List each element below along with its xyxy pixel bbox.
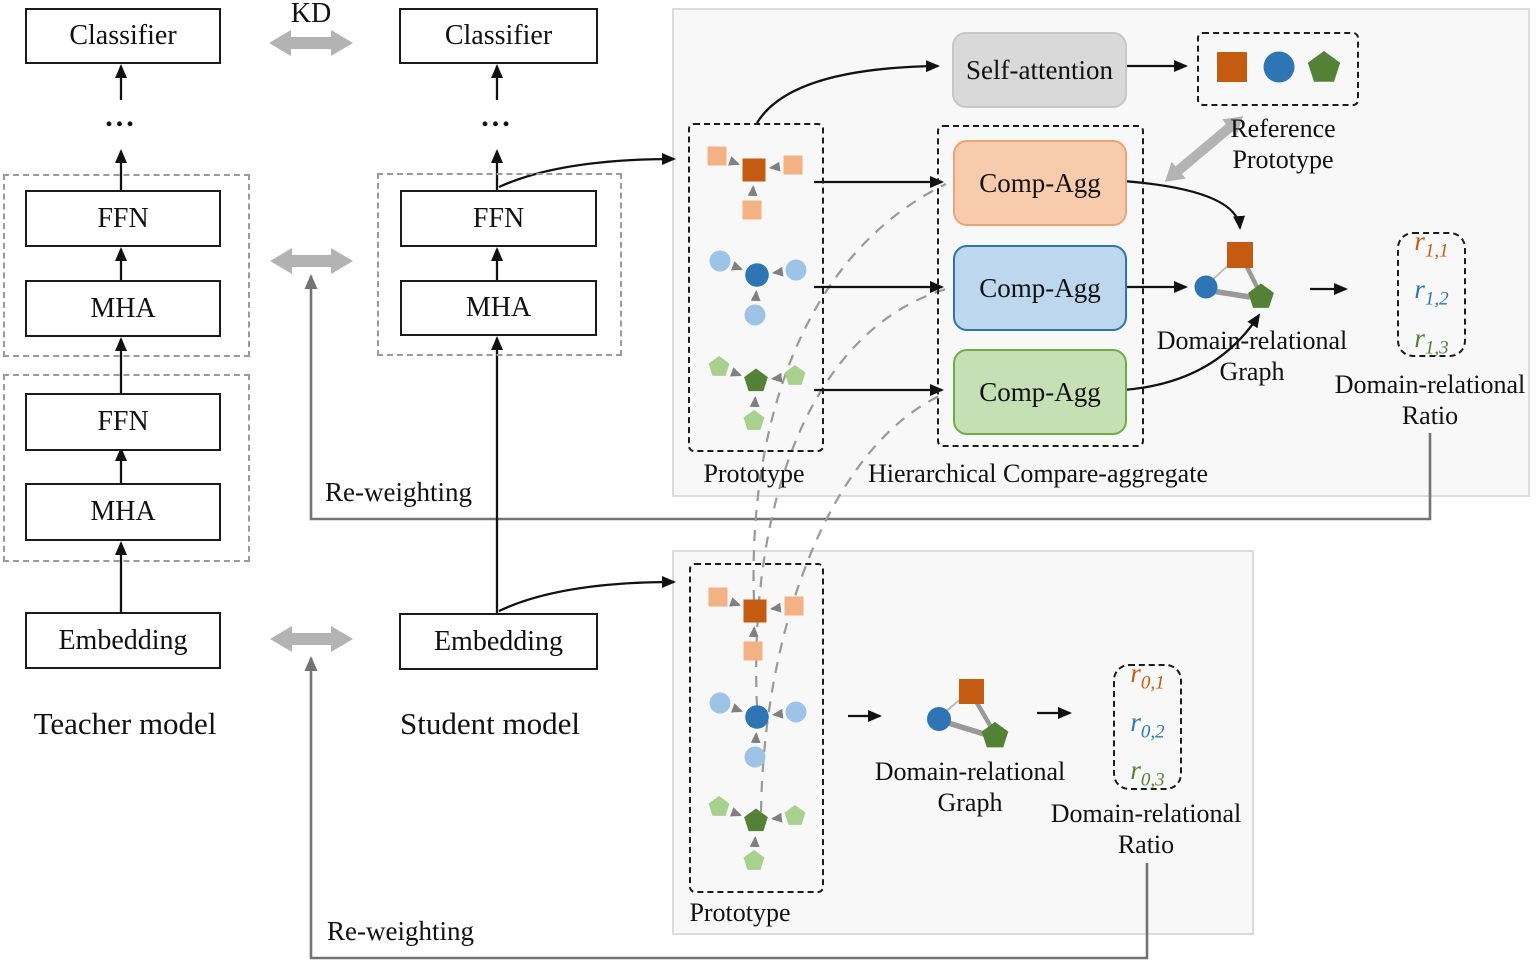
student-embedding-box: Embedding [399, 613, 598, 670]
hierarchical-label: Hierarchical Compare-aggregate [868, 459, 1208, 488]
comp-agg-box-blue: Comp-Agg [953, 245, 1127, 331]
prototype-box-bottom [689, 563, 824, 893]
student-layer-group [377, 173, 622, 356]
ratio-label-line1: Domain-relational [1050, 799, 1242, 828]
mini-graph [708, 356, 806, 430]
mini-graph [709, 250, 807, 326]
teacher-ffn-lower-box: FFN [25, 393, 221, 451]
reference-prototype-shapes [1217, 51, 1341, 83]
teacher-mha-upper-box: MHA [25, 280, 221, 337]
graph-node-square [1227, 242, 1253, 268]
student-ellipsis: ... [481, 100, 513, 133]
ffn-to-prototype-arrow [498, 153, 676, 189]
graph-label-line2: Graph [1219, 357, 1285, 386]
ratio-r01: r0,1 [1130, 658, 1165, 694]
domain-graph-top [1194, 242, 1274, 308]
ratio-box-bottom: r0,1 r0,2 r0,3 [1113, 658, 1182, 791]
kd-label: KD [290, 0, 332, 29]
reweighting-path-top [304, 274, 1432, 521]
teacher-mha-lower-box: MHA [25, 483, 221, 541]
graph-label-line1: Domain-relational [1156, 326, 1348, 355]
prototype-to-selfattention-arrow [756, 60, 940, 124]
teacher-model-caption: Teacher model [33, 706, 217, 741]
domain-graph-label-bottom: Domain-relational Graph [865, 756, 1075, 818]
domain-graph-label-top: Domain-relational Graph [1147, 325, 1357, 387]
graph-node-pentagon [981, 722, 1009, 748]
domain-ratio-label-top: Domain-relational Ratio [1325, 369, 1535, 431]
teacher-layer-group-lower [3, 374, 250, 562]
graph-node-square [959, 679, 984, 704]
mini-graph [707, 146, 803, 220]
teacher-classifier-box: Classifier [25, 8, 221, 64]
reference-circle [1263, 51, 1295, 83]
teacher-ellipsis: ... [105, 100, 137, 133]
student-mha-box: MHA [400, 280, 597, 336]
bottom-panel-arrows [848, 707, 1072, 722]
compagg1-to-graph-arrow [1122, 179, 1246, 230]
ratio-label-line2: Ratio [1117, 830, 1175, 859]
reweighting-label-top: Re-weighting [325, 477, 472, 507]
mini-graph [709, 692, 807, 768]
layer-double-arrow [270, 248, 353, 274]
comp-agg-box-orange: Comp-Agg [953, 140, 1127, 226]
student-ffn-box: FFN [400, 190, 597, 247]
prototype-label-bottom: Prototype [689, 898, 791, 927]
ratio-r12: r1,2 [1414, 274, 1449, 310]
student-model-caption: Student model [400, 706, 580, 741]
prototype-box-top [688, 123, 824, 452]
kd-double-arrow [269, 30, 353, 56]
ratio-r02: r0,2 [1130, 706, 1165, 743]
graph-node-pentagon [1248, 283, 1274, 308]
ratio-r03: r0,3 [1130, 755, 1165, 791]
domain-graph-bottom [927, 679, 1009, 748]
teacher-layer-group-upper [3, 174, 250, 357]
graph-label-line2: Graph [937, 788, 1003, 817]
mini-graph [708, 587, 804, 661]
student-classifier-box: Classifier [399, 8, 598, 64]
teacher-ffn-upper-box: FFN [25, 190, 221, 247]
self-attention-box: Self-attention [952, 32, 1127, 108]
graph-node-circle [1194, 275, 1218, 299]
reweighting-path-bottom [304, 656, 1149, 960]
graph-node-circle [927, 707, 951, 731]
embedding-double-arrow [270, 626, 353, 652]
cross-layer-dashed-curves [752, 183, 947, 813]
prototype-label-top: Prototype [703, 459, 805, 488]
prototype-mini-graphs [707, 146, 807, 870]
ratio-box-top: r1,1 r1,2 r1,3 [1397, 226, 1466, 358]
reference-prototype-box [1197, 32, 1359, 106]
ratio-r13: r1,3 [1414, 322, 1449, 359]
ratio-r11: r1,1 [1414, 225, 1449, 262]
reference-square [1217, 52, 1247, 82]
reweighting-label-bottom: Re-weighting [327, 916, 474, 946]
student-flow-arrows [491, 64, 676, 613]
bottom-panel [672, 550, 1254, 935]
embedding-to-prototype-arrow [498, 576, 676, 613]
graph-label-line1: Domain-relational [874, 757, 1066, 786]
teacher-embedding-box: Embedding [25, 612, 221, 669]
domain-ratio-label-bottom: Domain-relational Ratio [1041, 798, 1251, 860]
mini-graph [708, 796, 806, 870]
ratio-label-line2: Ratio [1401, 401, 1459, 430]
reference-prototype-label: Reference Prototype [1230, 114, 1336, 174]
comp-agg-box-green: Comp-Agg [953, 349, 1127, 435]
reference-to-graph-arrow [1164, 116, 1244, 182]
ratio-label-line1: Domain-relational [1334, 370, 1526, 399]
